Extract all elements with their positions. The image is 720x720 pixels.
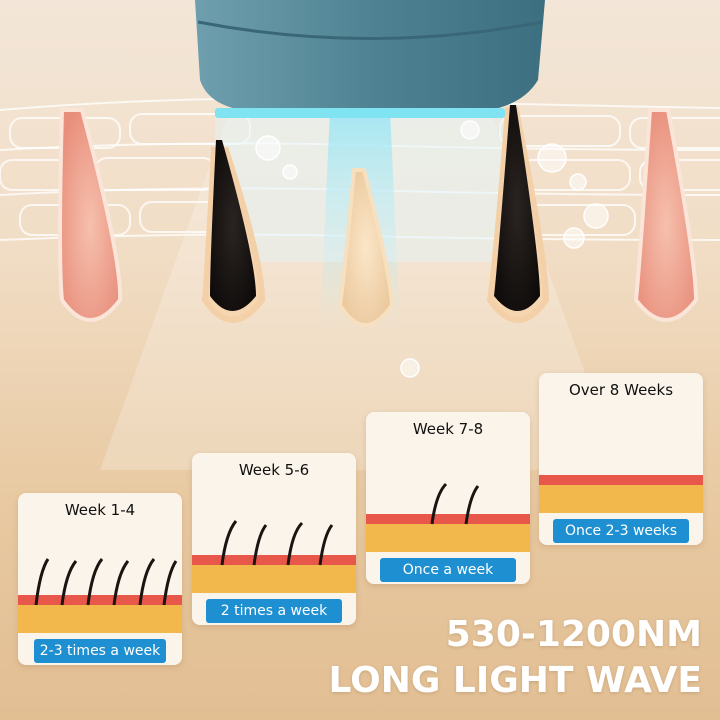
stage-label: Over 8 Weeks <box>568 381 674 399</box>
hair-density-illustration <box>539 475 703 513</box>
wavelength-headline: 530-1200NM <box>445 614 702 655</box>
frequency-badge: Once a week <box>380 558 516 582</box>
follicle-right-dark <box>486 105 550 323</box>
hair-density-illustration <box>366 482 530 552</box>
ipl-device <box>195 0 545 118</box>
stage-card-2: Week 5-6 2 times a week <box>192 453 356 625</box>
stage-label: Week 5-6 <box>238 461 310 479</box>
hair-density-illustration <box>192 520 356 593</box>
light-wave-headline: LONG LIGHT WAVE <box>328 660 702 701</box>
frequency-badge: 2 times a week <box>206 599 342 623</box>
follicle-center-treated <box>337 168 395 327</box>
frequency-badge: Once 2-3 weeks <box>553 519 689 543</box>
follicle-right-pink <box>633 108 699 322</box>
hair-density-illustration <box>18 558 182 633</box>
stage-card-1: Week 1-4 2-3 times a week <box>18 493 182 665</box>
stage-card-3: Week 7-8 Once a week <box>366 412 530 584</box>
follicle-left-dark <box>201 140 266 323</box>
stage-label: Week 7-8 <box>412 420 484 438</box>
follicle-left-pink <box>58 108 123 322</box>
bubbles <box>255 120 609 378</box>
stage-card-4: Over 8 Weeks Once 2-3 weeks <box>539 373 703 545</box>
frequency-badge: 2-3 times a week <box>34 639 166 663</box>
stage-label: Week 1-4 <box>64 501 136 519</box>
